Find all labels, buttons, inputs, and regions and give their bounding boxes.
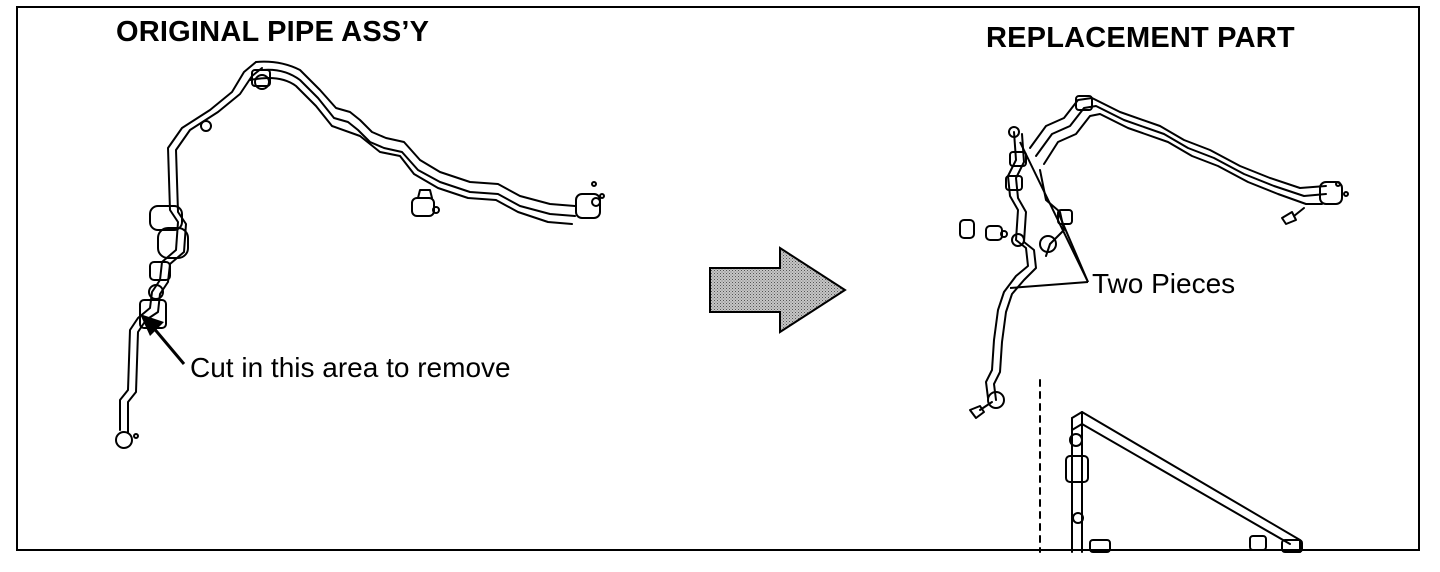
replacement-part-heading: REPLACEMENT PART <box>986 22 1295 54</box>
original-pipe-heading: ORIGINAL PIPE ASS’Y <box>116 16 430 48</box>
original-pipe-assembly-drawing <box>115 60 605 449</box>
two-pieces-callout: Two Pieces <box>1092 268 1236 299</box>
replacement-part-drawing <box>959 95 1349 553</box>
two-pieces-leader-lines <box>1009 141 1089 289</box>
cut-area-pointer-arrow <box>140 314 186 365</box>
transition-arrow <box>709 246 847 334</box>
cut-area-callout: Cut in this area to remove <box>190 352 511 383</box>
